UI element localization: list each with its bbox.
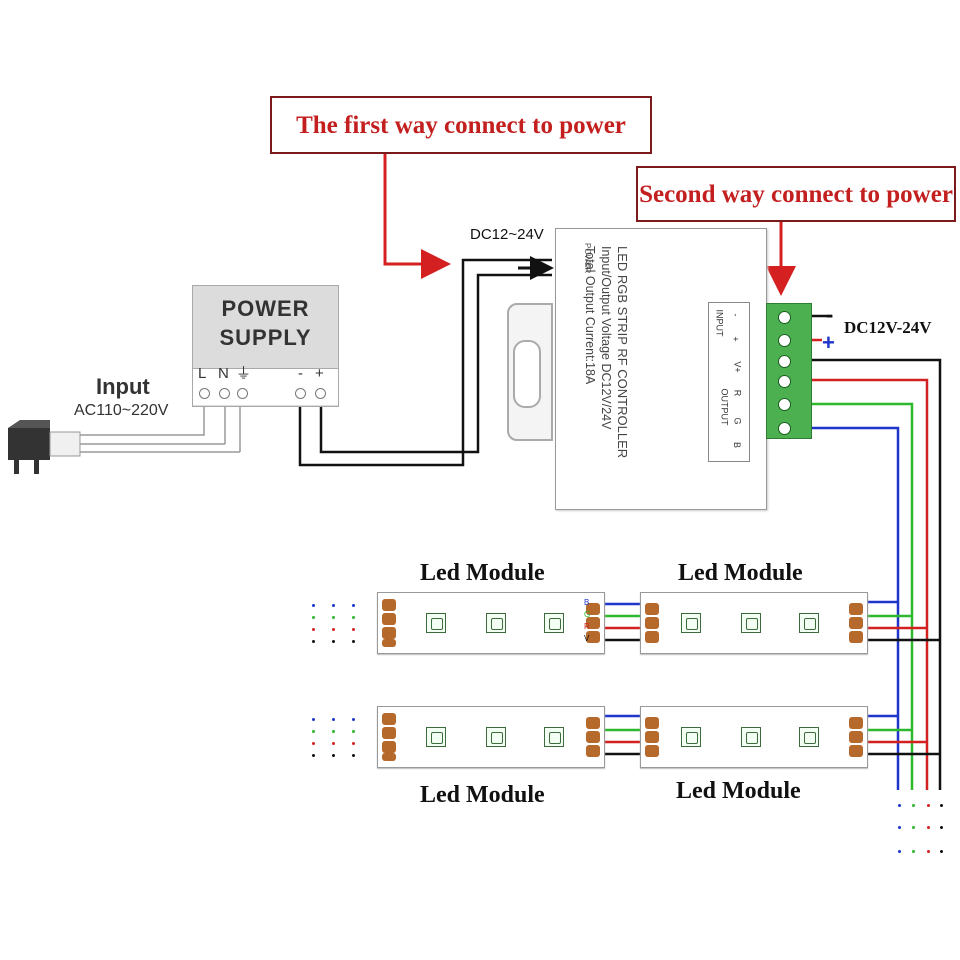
psu-title-line2: SUPPLY bbox=[219, 325, 312, 350]
psu-terminal-L: L bbox=[198, 365, 207, 382]
first-way-text: The first way connect to power bbox=[296, 111, 626, 139]
controller-mount-slot bbox=[513, 340, 541, 408]
psu-terminal-strip bbox=[193, 368, 338, 405]
second-way-callout: Second way connect to power bbox=[636, 166, 956, 222]
terminal-plus: + bbox=[822, 330, 835, 355]
io-input-label: INPUT bbox=[714, 309, 725, 337]
led-chip bbox=[544, 613, 564, 633]
led-chip bbox=[681, 613, 701, 633]
led-chip bbox=[799, 613, 819, 633]
strip-pin-g: G bbox=[584, 610, 591, 619]
power-supply: POWER SUPPLY bbox=[192, 285, 339, 407]
second-way-text: Second way connect to power bbox=[639, 180, 953, 208]
psu-terminal-N: N bbox=[218, 365, 229, 382]
io-output-label: OUTPUT bbox=[719, 388, 730, 426]
terminal-screw bbox=[778, 334, 791, 347]
strip-pin-b: B bbox=[584, 598, 590, 607]
psu-terminal-minus: - bbox=[298, 365, 303, 382]
controller-line1: LED RGB STRIP RF CONTROLLER bbox=[615, 246, 630, 459]
psu-title-line1: POWER bbox=[221, 296, 310, 321]
psu-terminal-plus: + bbox=[315, 365, 324, 382]
psu-terminal-ground: ⏚ bbox=[236, 365, 252, 382]
top-strip-links bbox=[604, 602, 640, 642]
terminal-screw bbox=[778, 375, 791, 388]
strip-pin-v: V bbox=[584, 634, 590, 643]
io-minus: - bbox=[730, 313, 741, 317]
plug-icon bbox=[8, 420, 81, 474]
input-voltage: AC110~220V bbox=[74, 402, 169, 419]
psu-screw bbox=[237, 388, 248, 399]
led-strip-top-right bbox=[640, 592, 868, 654]
led-chip bbox=[741, 613, 761, 633]
terminal-screw bbox=[778, 398, 791, 411]
top-right-strip-wires bbox=[864, 600, 940, 642]
first-way-arrow bbox=[383, 152, 451, 279]
dc-wires bbox=[298, 258, 552, 467]
power-supply-title: POWER SUPPLY bbox=[193, 294, 338, 352]
output-terminal-block bbox=[766, 303, 812, 439]
bottom-right-strip-wires bbox=[864, 714, 940, 756]
terminal-dc-label: DC12V-24V bbox=[844, 318, 932, 337]
io-plus: + bbox=[730, 336, 741, 342]
ac-wires bbox=[80, 396, 241, 453]
io-g: G bbox=[732, 417, 743, 425]
strip-pin-r: R bbox=[584, 622, 590, 631]
bottom-strip-links bbox=[604, 714, 640, 756]
led-strip-top-left bbox=[377, 592, 605, 654]
led-chip bbox=[486, 613, 506, 633]
led-chip bbox=[799, 727, 819, 747]
terminal-minus: - bbox=[826, 302, 834, 327]
controller-line2: Input/Output Voltage DC12V/24V bbox=[599, 246, 613, 430]
psu-screw bbox=[219, 388, 230, 399]
dc-input-label: DC12~24V bbox=[470, 226, 544, 243]
first-way-callout: The first way connect to power bbox=[270, 96, 652, 154]
controller-label-block: LED RGB STRIP RF CONTROLLER Input/Output… bbox=[582, 246, 630, 536]
module-label-top-left: Led Module bbox=[420, 560, 545, 586]
led-chip bbox=[426, 613, 446, 633]
io-r: R bbox=[732, 389, 743, 397]
psu-screw bbox=[199, 388, 210, 399]
terminal-screw bbox=[778, 355, 791, 368]
led-chip bbox=[426, 727, 446, 747]
led-chip bbox=[681, 727, 701, 747]
controller-io-block bbox=[708, 302, 750, 462]
led-strip-bottom-right bbox=[640, 706, 868, 768]
psu-screw bbox=[295, 388, 306, 399]
terminal-screw bbox=[778, 422, 791, 435]
controller-line3: Total Output Current:18A bbox=[583, 246, 597, 385]
led-chip bbox=[486, 727, 506, 747]
terminal-screw bbox=[778, 311, 791, 324]
module-label-bottom-left: Led Module bbox=[420, 782, 545, 808]
module-label-top-right: Led Module bbox=[678, 560, 803, 586]
input-label: Input bbox=[96, 374, 150, 399]
led-chip bbox=[544, 727, 564, 747]
led-chip bbox=[741, 727, 761, 747]
psu-screw bbox=[315, 388, 326, 399]
module-label-bottom-right: Led Module bbox=[676, 778, 801, 804]
led-strip-bottom-left bbox=[377, 706, 605, 768]
io-vplus: V+ bbox=[732, 361, 743, 373]
io-b: B bbox=[732, 441, 743, 449]
